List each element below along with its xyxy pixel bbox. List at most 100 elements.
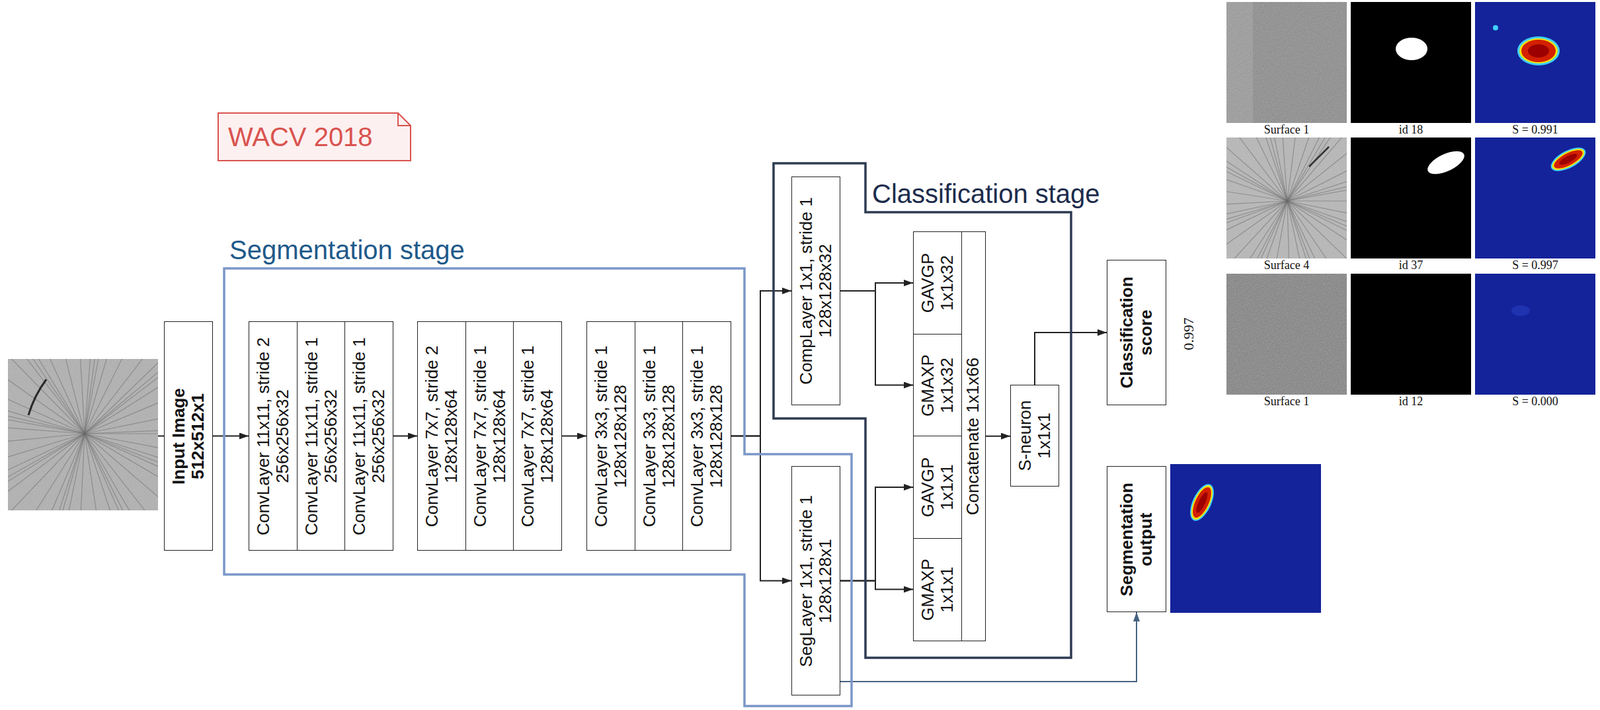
photo-ray <box>1226 137 1288 201</box>
figure-caption: Surface 1 <box>1264 395 1310 409</box>
photo-ray <box>1226 200 1288 259</box>
rotated-text-group: GAVGP1x1x1 <box>918 440 957 535</box>
photo-ray <box>1226 137 1288 201</box>
arrow-connector <box>212 435 249 438</box>
photo-ray <box>1226 137 1288 201</box>
figure-caption: Surface 4 <box>1264 259 1310 273</box>
rotated-text-group: Segmentation output <box>1117 470 1156 608</box>
rotated-text-group: ConvLayer 11x11, stride 1256x256x32 <box>301 325 340 547</box>
photo-ray <box>7 359 85 434</box>
figure-caption: S = 0.991 <box>1512 123 1559 137</box>
neuron-box: S-neuron1x1x1 <box>1010 384 1060 487</box>
photo-ray <box>7 373 85 434</box>
neuron-label: S-neuron <box>1015 389 1035 482</box>
note-outline <box>218 113 411 161</box>
arrow-connector <box>731 290 792 437</box>
neuron-label: 1x1x1 <box>1034 389 1054 482</box>
surface-rays <box>1226 137 1347 259</box>
arrow-connector <box>840 612 1137 682</box>
photo-ray <box>1287 200 1347 201</box>
rotated-text-group: ConvLayer 11x11, stride 2256x256x32 <box>253 325 293 547</box>
photo-ray <box>1287 200 1294 259</box>
score-value: 0.997 <box>1180 317 1197 351</box>
mask-image <box>1350 273 1472 395</box>
arrow-connector <box>393 435 418 438</box>
layer-label: SegLayer 1x1, stride 1 <box>796 470 816 691</box>
photo-ray <box>7 359 85 434</box>
photo-ray <box>1226 200 1288 259</box>
mask-image <box>1350 1 1472 123</box>
surface-texture <box>1226 273 1347 395</box>
score-value: 0.997 <box>1180 317 1197 351</box>
photo-ray <box>1226 200 1288 259</box>
conv-layer-box: ConvLayer 3x3, stride 1128x128x128 <box>634 321 684 551</box>
photo-ray <box>1232 137 1288 201</box>
heatmap-image <box>1475 273 1596 395</box>
figure-caption: S = 0.997 <box>1512 259 1559 273</box>
surface-image <box>1226 273 1347 395</box>
photo-ray <box>84 359 159 434</box>
photo-ray <box>33 359 85 434</box>
photo-ray <box>1287 200 1347 259</box>
layer-label: 256x256x32 <box>368 325 389 547</box>
photo-ray <box>84 359 159 434</box>
photo-ray <box>1226 137 1288 201</box>
arrow-connector <box>561 435 587 438</box>
pooling-box: GMAXP1x1x1 <box>913 538 962 642</box>
photo-ray <box>84 359 159 434</box>
photo-ray <box>7 359 85 434</box>
heatmap-image <box>1475 137 1596 259</box>
photo-ray <box>84 433 159 511</box>
rotated-text-group: Concatenate 1x1x66 <box>963 236 983 637</box>
output-box: Segmentation output <box>1106 466 1167 613</box>
rotated-text-group: Input Image512x512x1 <box>169 325 208 547</box>
input-label: Input Image <box>169 325 189 547</box>
arrow-connector <box>731 436 792 582</box>
figure-caption: id 37 <box>1399 259 1424 273</box>
rotated-text-group: GMAXP1x1x32 <box>918 338 957 433</box>
photo-ray <box>1226 200 1288 259</box>
stage-heading: Classification stage <box>872 180 1101 207</box>
figure-caption: id 18 <box>1399 123 1424 137</box>
photo-ray <box>84 433 159 511</box>
heatmap-ground <box>1170 464 1321 613</box>
pooling-label: GMAXP <box>918 338 938 433</box>
pooling-label: GAVGP <box>918 236 938 330</box>
photo-ray <box>84 433 159 511</box>
photo-ray <box>84 359 159 434</box>
scratch-defect <box>1309 146 1329 167</box>
rotated-text-group: ConvLayer 7x7, stride 1128x128x64 <box>470 325 509 547</box>
layer-label: ConvLayer 7x7, stride 2 <box>422 325 442 547</box>
layer-label: ConvLayer 11x11, stride 2 <box>253 325 274 547</box>
conv-layer-box: ConvLayer 11x11, stride 2256x256x32 <box>248 321 298 551</box>
result-figure <box>1075 0 1596 413</box>
output-box: Classification score <box>1106 259 1167 406</box>
comp-layer-box: CompLayer 1x1, stride 1128x128x32 <box>791 176 841 406</box>
conv-layer-box: ConvLayer 7x7, stride 2128x128x64 <box>417 321 467 551</box>
layer-label: ConvLayer 11x11, stride 1 <box>349 325 369 547</box>
figure-caption: Surface 1 <box>1264 395 1310 409</box>
pooling-box: GMAXP1x1x32 <box>913 333 962 438</box>
layer-label: 256x256x32 <box>321 325 341 547</box>
rotated-text-group: GMAXP1x1x1 <box>918 542 957 637</box>
photo-ray <box>84 392 159 434</box>
mask-defect <box>1424 146 1468 180</box>
conv-layer-box: ConvLayer 7x7, stride 1128x128x64 <box>465 321 515 551</box>
heatmap-speck <box>1492 25 1499 31</box>
photo-ray <box>7 433 85 496</box>
photo-ray <box>1287 200 1347 259</box>
photo-ray <box>72 359 85 434</box>
rotated-text-group: ConvLayer 7x7, stride 2128x128x64 <box>422 325 461 547</box>
seg-layer-box: SegLayer 1x1, stride 1128x128x1 <box>791 466 841 696</box>
photo-ray <box>84 433 117 511</box>
layer-label: ConvLayer 7x7, stride 1 <box>470 325 490 547</box>
concat-box: Concatenate 1x1x66 <box>961 231 986 642</box>
pooling-label: 1x1x1 <box>937 542 957 637</box>
layer-label: 128x128x128 <box>610 325 631 547</box>
layer-label: 128x128x64 <box>441 325 461 547</box>
rotated-text-group: GAVGP1x1x32 <box>918 236 957 330</box>
rotated-text-group: CompLayer 1x1, stride 1128x128x32 <box>796 181 836 401</box>
figure-caption: S = 0.997 <box>1512 259 1559 273</box>
figure-caption: Surface 1 <box>1264 123 1310 137</box>
figure-caption: S = 0.991 <box>1512 123 1559 137</box>
